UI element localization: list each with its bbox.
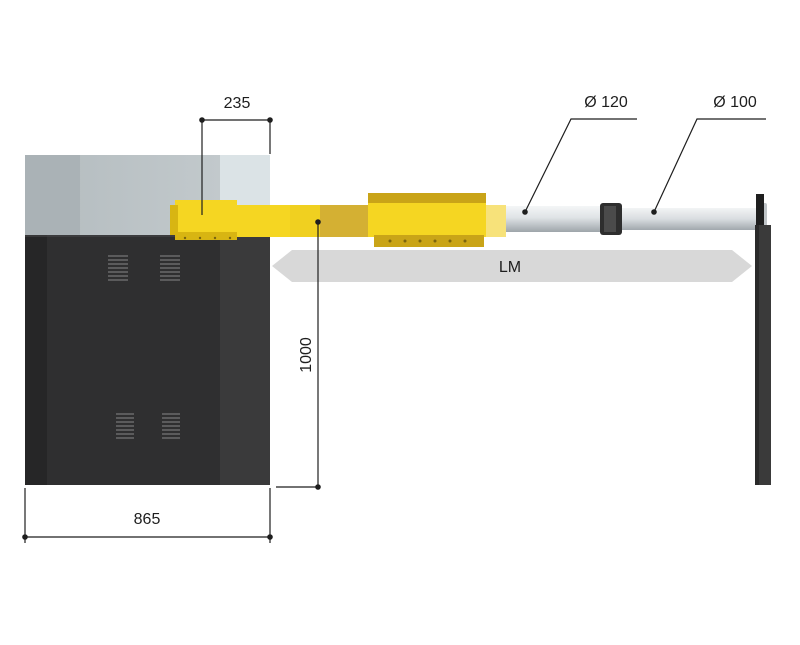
vent-lower-left: [116, 413, 134, 439]
leader-dot-icon: [22, 534, 28, 540]
bolt-dots: [183, 236, 467, 243]
cabinet-vent-icon: [108, 255, 180, 439]
leader-dot-icon: [315, 219, 321, 225]
vent-lower-right: [162, 413, 180, 439]
leader-dot-icon: [267, 117, 273, 123]
boom-length-arrow: LM: [272, 250, 752, 282]
boom-tube-large: [506, 206, 602, 232]
boom-length-label: LM: [499, 259, 521, 276]
cabinet-body: [25, 235, 270, 485]
support-post: [755, 194, 771, 485]
bottom-width-label: 865: [134, 511, 161, 528]
dimension-height: [276, 222, 319, 488]
diameter-small-leader: [653, 118, 766, 213]
leader-dot-icon: [522, 209, 528, 215]
cabinet-top: [25, 155, 270, 235]
boom-arm: [170, 193, 506, 247]
dimension-bottom-width: [24, 488, 271, 543]
leader-dot-icon: [199, 117, 205, 123]
leader-dot-icon: [651, 209, 657, 215]
boom-tube-small: [622, 203, 767, 233]
diameter-small-label: Ø 100: [713, 94, 757, 111]
diameter-large-leader: [524, 118, 637, 213]
vent-upper-right: [160, 255, 180, 281]
leader-dot-icon: [315, 484, 321, 490]
leader-dot-icon: [267, 534, 273, 540]
vent-upper-left: [108, 255, 128, 281]
dimension-top-width: [201, 118, 271, 215]
boom-joint: [600, 203, 622, 235]
top-width-label: 235: [224, 95, 251, 112]
diameter-large-label: Ø 120: [584, 94, 628, 111]
height-label: 1000: [298, 337, 315, 373]
